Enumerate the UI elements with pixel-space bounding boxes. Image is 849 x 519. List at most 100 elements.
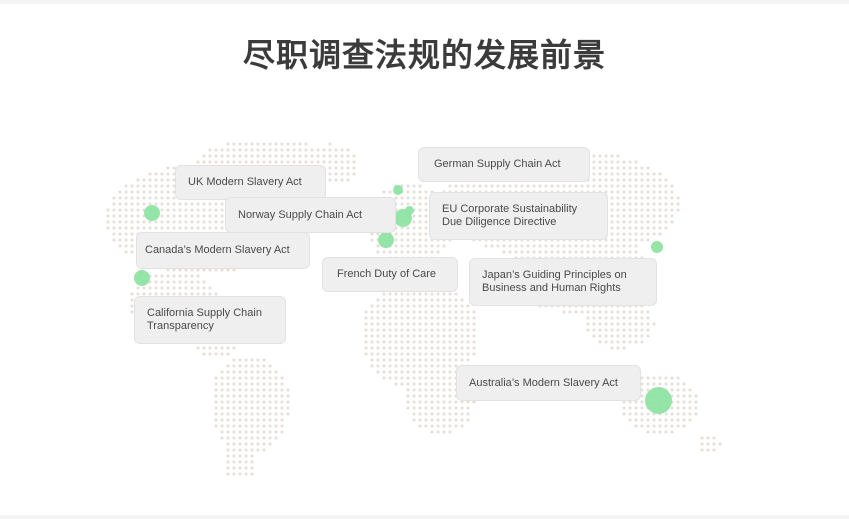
map-dot (274, 436, 278, 440)
map-dot (376, 358, 380, 362)
label-french-duty-of-care[interactable]: French Duty of Care (322, 257, 458, 292)
map-dot (412, 232, 416, 236)
map-dot (412, 202, 416, 206)
map-dot (658, 208, 662, 212)
map-dot (436, 424, 440, 428)
map-dot (658, 184, 662, 188)
map-dot (220, 418, 224, 422)
map-dot (226, 382, 230, 386)
map-dot (220, 376, 224, 380)
map-dot (658, 226, 662, 230)
label-eu-csddd[interactable]: EU Corporate Sustainability Due Diligenc… (429, 192, 608, 240)
map-dot (382, 352, 386, 356)
map-dot (466, 328, 470, 332)
map-dot (160, 178, 164, 182)
map-dot (700, 436, 704, 440)
label-norway-supply-chain-act[interactable]: Norway Supply Chain Act (225, 197, 396, 233)
map-dot (202, 292, 206, 296)
map-dot (244, 436, 248, 440)
map-dot (592, 178, 596, 182)
map-dot (412, 304, 416, 308)
map-dot (262, 448, 266, 452)
map-dot (598, 340, 602, 344)
map-dot (430, 394, 434, 398)
map-dot (190, 286, 194, 290)
map-dot (178, 208, 182, 212)
map-dot (232, 142, 236, 146)
map-dot (226, 268, 230, 272)
map-dot (418, 214, 422, 218)
map-dot (652, 226, 656, 230)
map-dot (664, 418, 668, 422)
map-dot (466, 418, 470, 422)
map-dot (226, 346, 230, 350)
map-dot (430, 316, 434, 320)
map-dot (412, 340, 416, 344)
map-dot (232, 388, 236, 392)
map-dot (460, 400, 464, 404)
map-dot (376, 250, 380, 254)
map-dot (460, 334, 464, 338)
map-dot (262, 436, 266, 440)
map-dot (112, 208, 116, 212)
map-dot (598, 310, 602, 314)
map-dot (616, 160, 620, 164)
map-dot (136, 196, 140, 200)
map-dot (124, 220, 128, 224)
map-dot (622, 160, 626, 164)
map-dot (418, 412, 422, 416)
map-dot (208, 346, 212, 350)
map-dot (256, 388, 260, 392)
label-japan-guiding-principles[interactable]: Japan’s Guiding Principles on Business a… (469, 258, 657, 306)
map-dot (160, 172, 164, 176)
map-dot (622, 190, 626, 194)
label-california-supply-chain[interactable]: California Supply Chain Transparency (134, 296, 286, 344)
label-canada-modern-slavery-act[interactable]: Canada’s Modern Slavery Act (136, 232, 310, 269)
map-dot (406, 370, 410, 374)
map-dot (190, 208, 194, 212)
map-dot (292, 154, 296, 158)
map-dot (640, 388, 644, 392)
map-dot (262, 394, 266, 398)
map-dot (436, 376, 440, 380)
map-dot (286, 160, 290, 164)
map-dot (412, 226, 416, 230)
map-dot (400, 364, 404, 368)
map-dot (232, 346, 236, 350)
map-dot (334, 154, 338, 158)
map-dot (238, 142, 242, 146)
map-dot (424, 238, 428, 242)
map-dot (370, 358, 374, 362)
map-dot (640, 316, 644, 320)
map-dot (616, 226, 620, 230)
map-dot (250, 442, 254, 446)
map-dot (286, 412, 290, 416)
map-dot (436, 250, 440, 254)
map-dot (598, 160, 602, 164)
map-dot (364, 346, 368, 350)
map-dot (430, 364, 434, 368)
map-dot (628, 220, 632, 224)
label-german-supply-chain-act[interactable]: German Supply Chain Act (418, 147, 590, 182)
map-dot (622, 322, 626, 326)
map-dot (586, 244, 590, 248)
map-dot (406, 196, 410, 200)
label-uk-modern-slavery-act[interactable]: UK Modern Slavery Act (175, 165, 326, 200)
map-dot (538, 250, 542, 254)
map-dot (226, 430, 230, 434)
map-dot (238, 364, 242, 368)
map-dot (256, 436, 260, 440)
map-dot (496, 244, 500, 248)
map-dot (388, 310, 392, 314)
map-dot (124, 232, 128, 236)
map-dot (226, 160, 230, 164)
map-dot (424, 394, 428, 398)
map-dot (388, 376, 392, 380)
map-dot (226, 412, 230, 416)
map-dot (430, 352, 434, 356)
map-dot (208, 148, 212, 152)
map-dot (670, 382, 674, 386)
map-dot (208, 352, 212, 356)
label-australia-modern-slavery-act[interactable]: Australia’s Modern Slavery Act (456, 365, 641, 401)
map-dot (190, 202, 194, 206)
